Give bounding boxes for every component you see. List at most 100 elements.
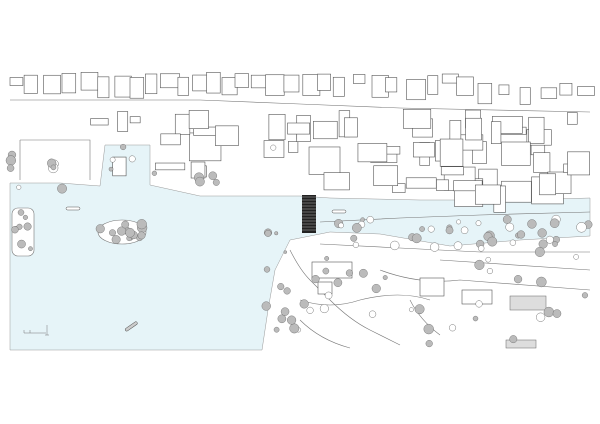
building (456, 76, 474, 96)
building (405, 177, 437, 189)
building (567, 112, 578, 125)
tree (475, 220, 482, 227)
tree (128, 155, 136, 163)
tree (552, 309, 562, 318)
building (283, 74, 300, 93)
tree (423, 323, 434, 335)
tree (536, 276, 547, 288)
building (129, 77, 145, 99)
tree (359, 268, 368, 278)
tree (125, 227, 135, 238)
tree (306, 306, 314, 314)
building (43, 74, 61, 95)
building (498, 84, 510, 95)
tree (319, 304, 329, 314)
building (465, 117, 482, 141)
tree (95, 224, 105, 234)
block-outline (19, 139, 91, 180)
tree (208, 171, 218, 180)
tree (17, 239, 26, 249)
building (413, 142, 435, 158)
building (145, 73, 158, 95)
tree (368, 310, 377, 318)
tree (549, 218, 560, 228)
building (559, 83, 573, 96)
boat (65, 206, 81, 211)
north-arrow-icon (45, 325, 49, 336)
building (436, 179, 449, 191)
buildings (9, 72, 595, 213)
tree (277, 283, 285, 291)
tree (136, 219, 147, 230)
tree (274, 231, 279, 236)
tree (5, 155, 16, 166)
tree (502, 215, 512, 224)
building (155, 162, 186, 171)
building (392, 183, 406, 193)
tree (350, 234, 358, 242)
trees (5, 143, 593, 348)
building (353, 74, 366, 84)
building (501, 180, 532, 203)
building (80, 72, 99, 91)
tree (509, 239, 517, 246)
tree (212, 178, 220, 186)
tree (414, 304, 425, 315)
tree (283, 250, 288, 254)
tree (338, 222, 344, 229)
building (440, 166, 464, 176)
tree (120, 143, 127, 151)
building (477, 83, 493, 105)
tree (23, 222, 32, 231)
tree (16, 184, 22, 190)
building (528, 116, 545, 144)
tree (121, 220, 130, 229)
building (129, 116, 141, 124)
tree (419, 226, 425, 232)
building (344, 117, 358, 138)
tree (460, 226, 469, 235)
pavilion-2 (311, 261, 353, 279)
boat (331, 209, 347, 214)
tree (487, 236, 498, 247)
building (188, 110, 209, 129)
tree (527, 219, 537, 229)
tree (517, 230, 526, 239)
building (206, 72, 221, 94)
building (97, 76, 110, 99)
building (112, 156, 127, 177)
river-water (9, 144, 591, 351)
building (308, 146, 341, 175)
tree (448, 324, 457, 332)
tree (576, 222, 587, 233)
tree (408, 307, 414, 313)
tree (573, 254, 579, 260)
building (192, 74, 208, 92)
building (373, 165, 398, 186)
tree (543, 306, 554, 318)
tree (311, 275, 320, 284)
tree (429, 242, 440, 252)
building (317, 73, 331, 91)
tree (324, 291, 333, 300)
tree (509, 335, 518, 344)
building (357, 143, 388, 163)
tree (108, 166, 114, 172)
tree (390, 240, 400, 251)
building (117, 111, 129, 132)
tree (57, 183, 67, 194)
tree (333, 278, 343, 287)
tree (28, 246, 33, 252)
building (567, 151, 590, 176)
building (160, 133, 181, 146)
tree (111, 235, 121, 244)
street (10, 99, 591, 113)
tree (322, 267, 330, 275)
tree (445, 226, 454, 235)
building (234, 73, 249, 88)
tree (581, 292, 588, 299)
tree (475, 300, 483, 308)
building (23, 74, 38, 94)
building (439, 138, 464, 167)
tree (472, 315, 479, 322)
